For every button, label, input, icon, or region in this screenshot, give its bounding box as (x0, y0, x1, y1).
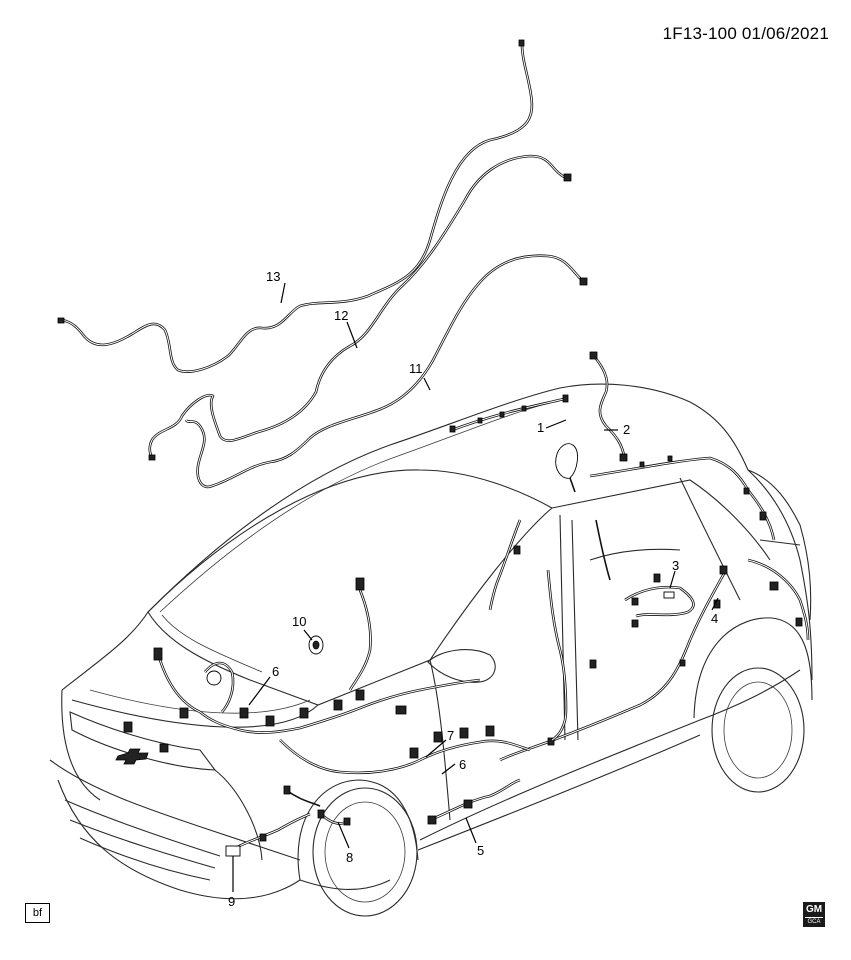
callout-5: 5 (477, 843, 484, 858)
harness-door-pillar (488, 519, 611, 742)
diagram-code-date: 1F13-100 01/06/2021 (662, 24, 829, 43)
harness-body-4 (499, 565, 728, 762)
harness-13 (57, 39, 534, 373)
harness-engine-compartment (123, 577, 481, 753)
harness-body-rear (589, 455, 810, 641)
callout-labels: 1 2 3 4 5 6 6 7 8 9 10 11 12 13 (228, 269, 718, 909)
callout-4: 4 (711, 611, 718, 626)
harness-12 (148, 154, 572, 461)
callout-9: 9 (228, 894, 235, 909)
gm-logo-subtext: GCA (805, 917, 823, 926)
callout-11: 11 (409, 361, 423, 376)
harness-11 (184, 254, 588, 489)
callout-12: 12 (334, 308, 348, 323)
callout-10: 10 (292, 614, 306, 629)
callout-7: 7 (447, 728, 454, 743)
harness-3-seat (624, 573, 695, 628)
callout-13: 13 (266, 269, 280, 284)
bf-label-box: bf (25, 903, 50, 923)
harness-9-front (225, 812, 311, 857)
callout-leaders (232, 282, 719, 892)
harness-5-floor (427, 778, 521, 825)
harness-roof-1 (449, 394, 578, 493)
callout-3: 3 (672, 558, 679, 573)
callout-2: 2 (623, 422, 630, 437)
harness-8-wheel-sensor (317, 809, 351, 826)
gm-logo-text: GM (805, 904, 823, 915)
harness-instrument-panel (279, 705, 531, 807)
callout-6a: 6 (272, 664, 279, 679)
callout-6b: 6 (459, 757, 466, 772)
callout-1: 1 (537, 420, 544, 435)
vehicle-outline (49, 383, 813, 917)
harness-roof-2 (589, 351, 628, 462)
gm-logo: GM GCA (803, 902, 825, 927)
callout-8: 8 (346, 850, 353, 865)
